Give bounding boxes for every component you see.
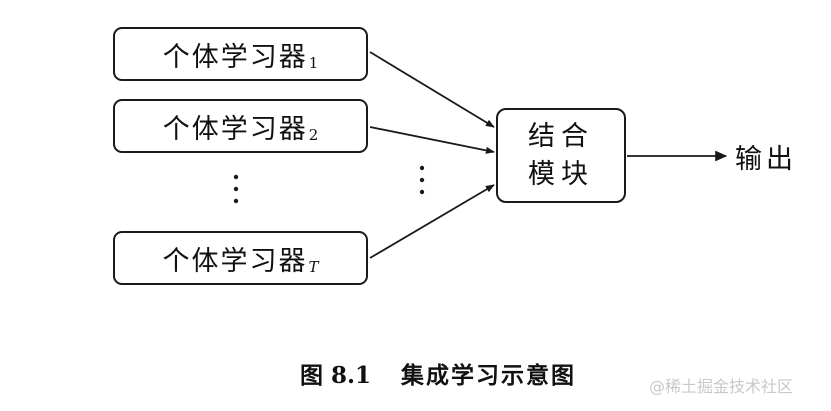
- arrow-learner-T-to-combiner: [369, 184, 495, 259]
- learner-subscript: 1: [308, 54, 319, 72]
- arrow-learner-2-to-combiner: [369, 126, 495, 154]
- figure-number: 图 8.1: [300, 362, 372, 389]
- learner-subscript: T: [308, 258, 319, 276]
- vertical-ellipsis-arrows: [419, 165, 425, 195]
- figure-title: 集成学习示意图: [401, 362, 577, 389]
- arrow-learner-1-to-combiner: [369, 51, 495, 128]
- combination-module-line-1: 结合: [528, 120, 594, 152]
- figure-caption: 图 8.1 集成学习示意图: [300, 356, 576, 390]
- combination-module: 结合 模块: [496, 108, 626, 203]
- learner-label: 个体学习器: [162, 41, 308, 73]
- learner-label: 个体学习器: [162, 113, 308, 145]
- combination-module-line-2: 模块: [528, 158, 594, 190]
- learner-subscript: 2: [308, 126, 319, 144]
- watermark: @稀土掘金技术社区: [649, 377, 794, 396]
- output-label: 输出: [735, 144, 797, 175]
- vertical-ellipsis-learners: [233, 174, 239, 204]
- learner-label: 个体学习器: [162, 245, 308, 277]
